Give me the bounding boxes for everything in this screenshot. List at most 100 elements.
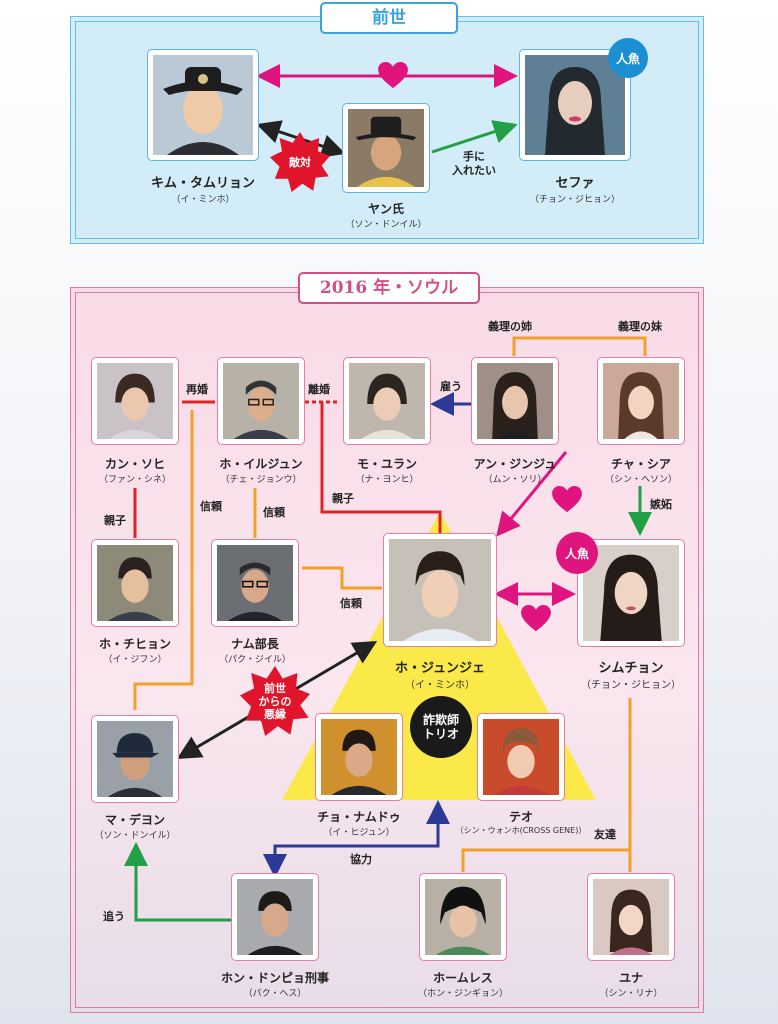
mermaid-badge-past: 人魚 [608, 38, 648, 78]
label-employ: 雇う [440, 380, 462, 393]
portrait-shorthair-icon [483, 719, 559, 795]
portrait-shorthair-icon [321, 719, 397, 795]
actor-shim-cheong: （チョン・ジヒョン） [581, 680, 681, 691]
label-trust-kang: 信頼 [200, 500, 222, 513]
parent-child-line-ho [320, 402, 442, 535]
photo-yang [342, 103, 430, 193]
name-ho-chihyun: ホ・チヒョン [98, 637, 171, 651]
enemy-badge: 敵対 [270, 132, 330, 192]
actor-yuna: （シン・リナ） [599, 989, 663, 999]
portrait-shorthair-icon [97, 363, 173, 439]
photo-ho-iljun [217, 357, 305, 445]
portrait-shorthair-icon [237, 879, 313, 955]
actor-sehwa: （チョン・ジヒョン） [529, 195, 620, 205]
name-teo: テオ [508, 810, 533, 824]
photo-cha-sia [597, 357, 685, 445]
heart-icon-shim [521, 605, 551, 632]
heart-icon-ahn [552, 486, 582, 513]
name-hong-dongpyo: ホン・ドンピョ刑事 [220, 971, 329, 985]
photo-kim-tamryeong [147, 49, 259, 161]
name-cha-sia: チャ・シア [611, 457, 671, 471]
name-kang-sohee: カン・ソヒ [104, 457, 165, 471]
photo-kang-sohee [91, 357, 179, 445]
label-chase: 追う [103, 910, 125, 923]
friend-line [461, 698, 632, 872]
past-fate-badge: 前世 からの 悪縁 [240, 666, 310, 736]
actor-yang: （ソン・ドンイル） [345, 220, 427, 230]
label-parent-child-ho: 親子 [332, 492, 354, 505]
actor-cho-namdu: （イ・ヒジュン） [323, 828, 395, 838]
portrait-glasses-icon [223, 363, 299, 439]
name-ho-iljun: ホ・イルジュン [219, 457, 303, 471]
portrait-cap-icon [97, 721, 173, 797]
portrait-shorthair-icon [349, 363, 425, 439]
label-trust-nam: 信頼 [340, 597, 362, 610]
actor-ho-junjae: （イ・ミンホ） [405, 680, 475, 691]
label-trust-il: 信頼 [263, 506, 285, 519]
label-friend: 友達 [594, 828, 616, 841]
label-cooperate: 協力 [350, 853, 372, 866]
portrait-longhair-icon [603, 363, 679, 439]
label-sister-in-law-younger: 義理の妹 [618, 320, 662, 333]
name-shim-cheong: シムチョン [598, 661, 664, 676]
name-yuna: ユナ [618, 971, 643, 985]
actor-hong-dongpyo: （パク・ヘス） [243, 989, 307, 999]
cooperate-line [263, 800, 450, 878]
label-sister-in-law-elder: 義理の姉 [488, 320, 532, 333]
portrait-shorthair-icon [389, 539, 491, 641]
trio-badge: 詐欺師 トリオ [410, 696, 472, 758]
photo-ma-deyeong [91, 715, 179, 803]
sister-in-law-line [512, 336, 647, 356]
name-cho-namdu: チョ・ナムドゥ [317, 810, 401, 824]
portrait-glasses-icon [217, 545, 293, 621]
actor-nam: （パク・ジイル） [219, 655, 291, 665]
name-homeless: ホームレス [433, 971, 493, 985]
portrait-longhair-icon [477, 363, 553, 439]
label-remarry: 再婚 [186, 383, 208, 396]
heart-icon-past [378, 62, 408, 89]
photo-yuna [587, 873, 675, 961]
love-line-ahn-jun [496, 451, 568, 537]
name-ma-deyeong: マ・デヨン [104, 813, 165, 827]
name-ahn-jinju: アン・ジンジュ [473, 457, 557, 471]
mermaid-badge-present: 人魚 [556, 532, 598, 574]
photo-ho-junjae [383, 533, 497, 647]
portrait-shorthair-icon [425, 879, 501, 955]
portrait-shorthair-icon [97, 545, 173, 621]
actor-kang-sohee: （ファン・シネ） [98, 475, 171, 485]
name-nam: ナム部長 [231, 637, 279, 651]
photo-cho-namdu [315, 713, 403, 801]
photo-shim-cheong [577, 539, 685, 647]
actor-ahn-jinju: （ムン・ソリ） [483, 475, 547, 485]
portrait-longhair-icon [583, 545, 679, 641]
name-yang: ヤン氏 [367, 202, 404, 216]
label-divorce: 離婚 [308, 383, 330, 396]
name-sehwa: セファ [555, 176, 595, 191]
name-kim-tamryeong: キム・タムリョン [150, 176, 255, 191]
portrait-longhair-icon [525, 55, 625, 155]
actor-kim-tamryeong: （イ・ミンホ） [171, 195, 235, 205]
photo-teo [477, 713, 565, 801]
label-parent-child-kang: 親子 [104, 514, 126, 527]
name-ho-junjae: ホ・ジュンジェ [394, 661, 486, 676]
actor-teo: （シン・ウォンホ(CROSS GENE)） [455, 826, 587, 835]
present-2016-title: 2016 年・ソウル [298, 272, 480, 304]
actor-ho-iljun: （チェ・ジョンウ） [220, 475, 302, 485]
actor-ho-chihyun: （イ・ジフン） [103, 655, 167, 665]
photo-hong-dongpyo [231, 873, 319, 961]
photo-ho-chihyun [91, 539, 179, 627]
photo-mo-yuran [343, 357, 431, 445]
label-jealous: 嫉妬 [650, 498, 672, 511]
actor-ma-deyeong: （ソン・ドンイル） [94, 831, 176, 841]
want-line-past [431, 120, 518, 154]
chase-line [124, 842, 232, 922]
portrait-hat-icon [153, 55, 253, 155]
portrait-longhair-icon [593, 879, 669, 955]
actor-cha-sia: （シン・ヘソン） [604, 475, 677, 485]
trust-line-nam-jun [302, 566, 382, 590]
name-mo-yuran: モ・ユラン [356, 457, 417, 471]
label-want: 手に 入れたい [452, 150, 496, 177]
actor-homeless: （ホン・ジンギョン） [417, 989, 508, 999]
actor-mo-yuran: （ナ・ヨンヒ） [355, 475, 419, 485]
portrait-hat-icon [348, 109, 424, 187]
